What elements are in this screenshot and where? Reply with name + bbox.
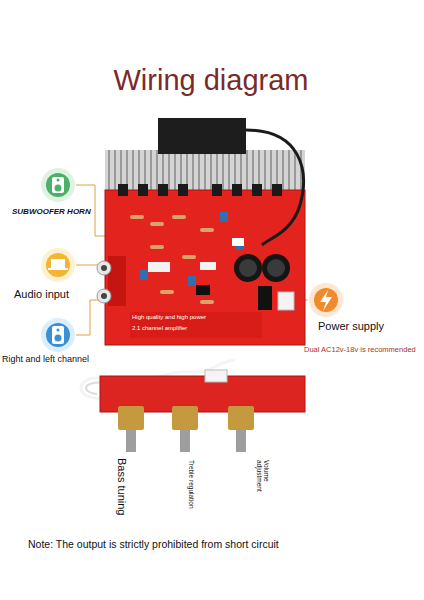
callout-label: Power supply	[318, 320, 384, 333]
filter-capacitor	[234, 254, 262, 282]
ic-chip	[196, 285, 210, 295]
note: Note: The output is strictly prohibited …	[28, 538, 279, 550]
board-print: High quality and high power	[132, 314, 206, 321]
callout-label: Audio input	[14, 288, 69, 301]
board-print: 2.1 channel amplifier	[132, 325, 187, 332]
amplifier-board	[97, 118, 305, 345]
control-label: Volume adjustment	[255, 460, 270, 512]
potentiometers	[118, 406, 254, 452]
resistors	[130, 215, 214, 304]
transistors	[118, 184, 282, 196]
fan-block	[158, 118, 246, 154]
header-connector	[200, 262, 216, 270]
jumper	[232, 238, 244, 246]
rca-jack	[97, 289, 111, 303]
rca-jack	[97, 261, 111, 275]
header-connector	[148, 262, 170, 272]
power-connector	[278, 292, 294, 310]
small-capacitors	[140, 212, 244, 286]
callout-label: Right and left channel	[2, 354, 89, 364]
note-label: Dual AC12v-18v is recommended	[304, 346, 416, 355]
subwoofer-icon	[41, 168, 75, 202]
title: Wiring diagram	[0, 64, 423, 97]
filter-capacitor	[262, 254, 290, 282]
rectifier	[258, 286, 272, 310]
callout-label: SUBWOOFER HORN	[12, 207, 91, 216]
control-board	[81, 360, 305, 452]
control-label: Bass tuning	[115, 458, 128, 515]
control-label: Treble regulation	[188, 460, 195, 509]
laptop-icon	[41, 248, 75, 282]
power-icon	[309, 283, 343, 317]
speaker-icon	[41, 318, 75, 352]
